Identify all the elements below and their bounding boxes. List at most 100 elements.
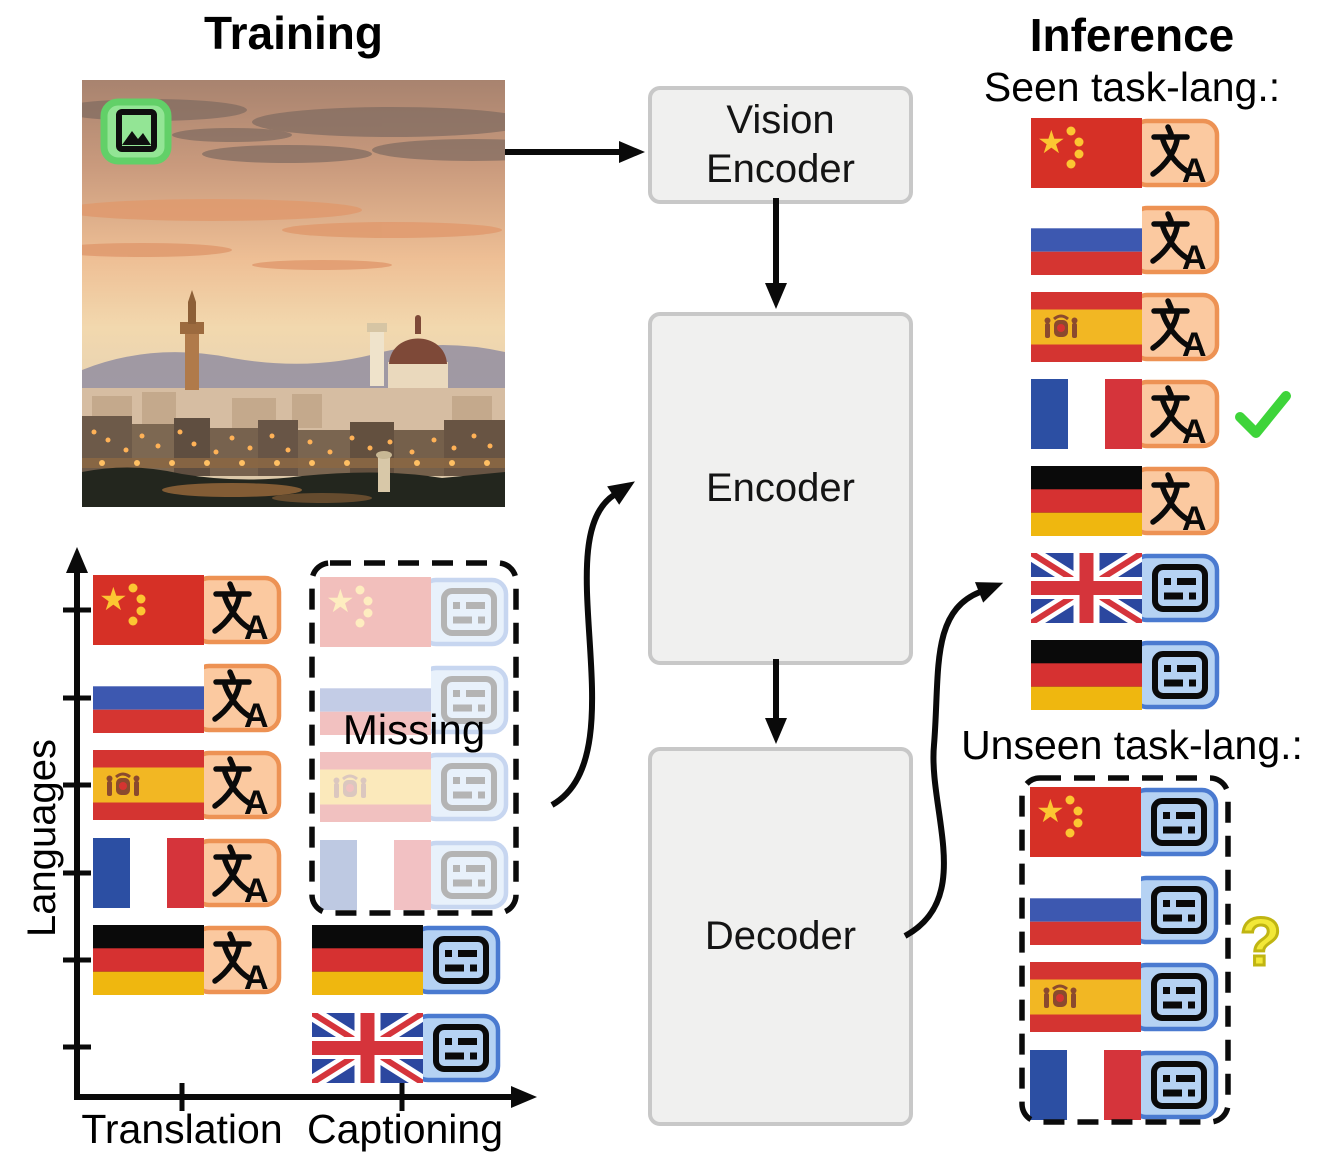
chip-france-translation: A [93, 837, 282, 908]
translation-icon: A [192, 750, 282, 820]
flag-germany [93, 925, 204, 995]
chip-france-captioning [320, 839, 509, 910]
translation-icon: A [1130, 379, 1220, 449]
chip-china-translation: ★A [93, 575, 282, 645]
unseen-task-lang-heading: Unseen task-lang.: [961, 722, 1303, 768]
chip-germany-captioning [1031, 640, 1220, 710]
svg-text:A: A [244, 609, 269, 645]
vision-encoder-box: Vision Encoder [648, 86, 913, 204]
image-icon [100, 98, 172, 165]
svg-text:A: A [244, 872, 269, 908]
flag-spain [320, 752, 431, 822]
chip-spain-translation: A [93, 750, 282, 820]
svg-text:★: ★ [1036, 792, 1065, 830]
flag-china: ★ [93, 575, 204, 645]
flag-spain [1031, 292, 1142, 362]
inference-unseen-column: ★ [1030, 787, 1219, 1120]
question-mark-icon: ? [1239, 903, 1284, 982]
arrow-missing-to-encoder [550, 481, 635, 808]
missing-label: Missing [342, 706, 486, 753]
translation-icon: A [192, 575, 282, 645]
chip-china-translation: ★A [1031, 118, 1220, 188]
captioning-icon [411, 925, 501, 995]
chip-russia-captioning [1030, 874, 1219, 945]
training-photo-florence [82, 80, 505, 507]
flag-spain [93, 750, 204, 820]
chip-china-captioning: ★ [320, 577, 509, 647]
flag-uk [1031, 553, 1142, 623]
chip-germany-translation: A [93, 925, 282, 995]
flag-russia [1031, 205, 1142, 275]
flag-russia [93, 662, 204, 733]
training-title: Training [204, 7, 383, 59]
flag-china: ★ [1030, 787, 1141, 857]
duomo-cathedral [367, 315, 448, 388]
chip-uk-captioning [312, 1012, 501, 1083]
training-captioning-column [312, 925, 501, 1083]
captioning-icon [1130, 640, 1220, 710]
decoder-box: Decoder [648, 747, 913, 1126]
translation-icon: A [192, 663, 282, 733]
seen-task-lang-heading: Seen task-lang.: [983, 64, 1281, 110]
flag-france [320, 839, 431, 910]
flag-france [93, 837, 204, 908]
svg-text:A: A [1182, 500, 1207, 536]
translation-icon: A [1130, 466, 1220, 536]
captioning-icon [1129, 875, 1219, 944]
flag-uk [312, 1012, 423, 1083]
flag-germany [312, 925, 423, 995]
translation-icon: A [192, 838, 282, 908]
checkmark-icon [1235, 391, 1291, 438]
flag-china: ★ [1031, 118, 1142, 188]
translation-icon: A [1130, 205, 1220, 275]
svg-text:A: A [1182, 239, 1207, 275]
chip-spain-translation: A [1031, 292, 1220, 362]
chip-russia-translation: A [93, 662, 282, 733]
svg-text:A: A [244, 784, 269, 820]
flag-spain [1030, 962, 1141, 1032]
flag-china: ★ [320, 577, 431, 647]
x-axis-label-captioning: Captioning [306, 1106, 504, 1152]
window-lights [91, 429, 493, 455]
chip-uk-captioning [1031, 553, 1220, 623]
vision-encoder-label: Vision Encoder [706, 98, 855, 191]
svg-text:A: A [1182, 413, 1207, 449]
svg-text:A: A [244, 959, 269, 995]
flag-russia [1030, 874, 1141, 945]
encoder-label: Encoder [706, 466, 855, 511]
captioning-icon [1129, 962, 1219, 1032]
svg-text:A: A [1182, 326, 1207, 362]
flag-france [1031, 379, 1142, 449]
captioning-icon [419, 840, 509, 909]
sunset-clouds [82, 199, 502, 270]
svg-text:★: ★ [99, 580, 128, 618]
captioning-icon [419, 752, 509, 822]
svg-text:A: A [244, 697, 269, 733]
flag-germany [1031, 640, 1142, 710]
x-axis-label-translation: Translation [81, 1106, 283, 1152]
captioning-icon [419, 577, 509, 647]
chip-germany-translation: A [1031, 466, 1220, 536]
svg-text:★: ★ [326, 582, 355, 620]
captioning-icon [1130, 553, 1220, 623]
chip-france-captioning [1030, 1049, 1219, 1120]
encoder-box: Encoder [648, 312, 913, 665]
captioning-icon [1129, 1050, 1219, 1119]
decoder-label: Decoder [704, 914, 857, 959]
svg-text:A: A [1182, 152, 1207, 188]
palazzo-tower [180, 290, 204, 390]
chip-spain-captioning [320, 752, 509, 822]
captioning-icon [411, 1013, 501, 1082]
chip-russia-translation: A [1031, 205, 1220, 275]
captioning-icon [1129, 787, 1219, 857]
flag-germany [1031, 466, 1142, 536]
y-axis-label-languages: Languages [20, 739, 64, 937]
chip-spain-captioning [1030, 962, 1219, 1032]
chip-china-captioning: ★ [1030, 787, 1219, 857]
inference-title: Inference [1029, 9, 1235, 61]
translation-icon: A [1130, 292, 1220, 362]
svg-text:★: ★ [1037, 123, 1066, 161]
